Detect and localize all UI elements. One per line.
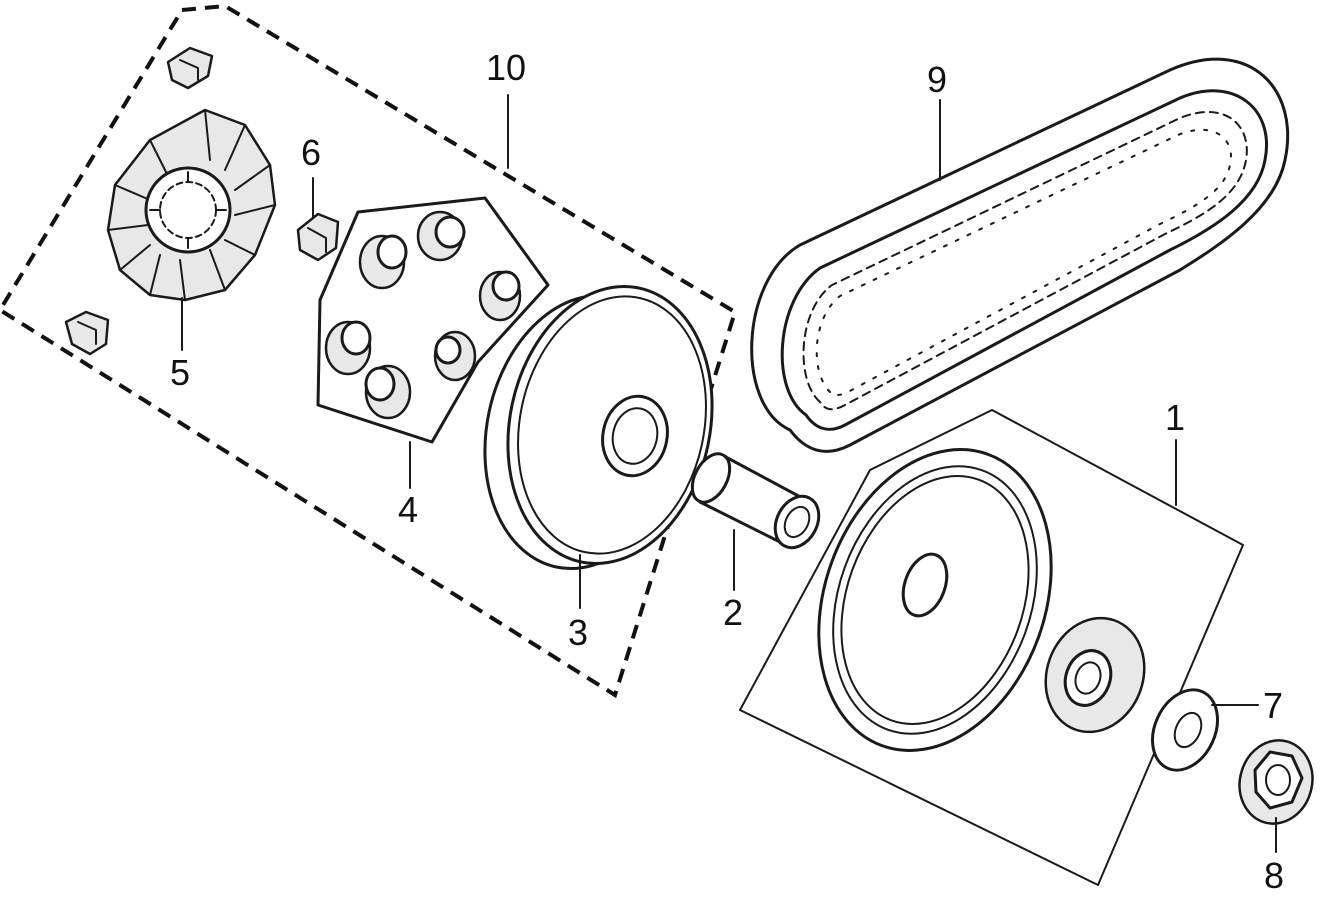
leader-lines — [181, 94, 1277, 853]
part-2-collar-bushing — [690, 452, 821, 550]
roller-weight — [478, 270, 522, 322]
roller-weight — [433, 330, 477, 382]
part-5-ramp-plate — [106, 108, 277, 302]
part-1-driven-pulley-set — [739, 409, 1244, 886]
callout-2: 2 — [723, 592, 743, 633]
part-4-roller-weights — [324, 210, 522, 420]
callout-5: 5 — [170, 352, 190, 393]
callout-8: 8 — [1264, 855, 1284, 896]
part-3-movable-drive-face — [483, 284, 714, 571]
callout-9: 9 — [927, 59, 947, 100]
callout-10: 10 — [486, 47, 526, 88]
callout-4: 4 — [398, 489, 418, 530]
roller-weight — [364, 364, 412, 420]
callout-labels: 1 2 3 4 5 6 7 8 9 10 — [170, 47, 1284, 896]
part-9-drive-belt — [750, 57, 1290, 453]
slider-clip-bottom — [64, 310, 110, 356]
callout-7: 7 — [1263, 685, 1283, 726]
slider-clip-top — [166, 46, 214, 90]
callout-1: 1 — [1165, 397, 1185, 438]
roller-weight — [416, 210, 466, 262]
roller-weight — [358, 234, 408, 290]
part-6-slide-piece — [296, 212, 340, 262]
part-1-clutch-nut — [1044, 616, 1146, 734]
callout-3: 3 — [568, 612, 588, 653]
callout-6: 6 — [301, 132, 321, 173]
roller-weight — [324, 320, 372, 376]
part-8-flange-nut — [1238, 739, 1314, 825]
part-7-washer — [1151, 688, 1219, 772]
